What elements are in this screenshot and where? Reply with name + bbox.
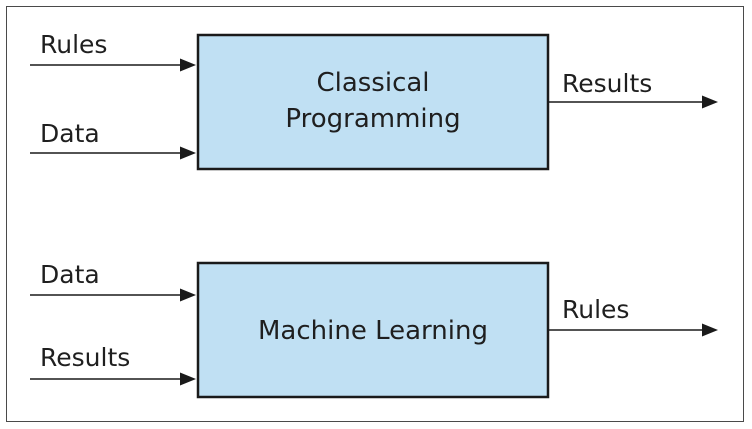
machine-learning-section: Data Results Machine Learning Rules — [30, 260, 718, 399]
ml-box-line-1: Machine Learning — [258, 316, 488, 346]
classical-box-line-1: Classical — [316, 68, 429, 98]
ml-input-arrow-1 — [30, 288, 196, 302]
ml-input-arrow-2 — [30, 372, 196, 386]
classical-programming-section: Rules Data Classical Programming Results — [30, 30, 718, 171]
ml-output-arrow — [549, 323, 718, 337]
classical-output-arrow — [549, 95, 718, 109]
classical-input-label-1: Rules — [40, 30, 107, 59]
classical-input-arrow-1 — [30, 58, 196, 72]
classical-programming-box — [196, 33, 550, 171]
machine-learning-box — [196, 261, 550, 399]
classical-input-label-2: Data — [40, 119, 100, 148]
ml-output-label: Rules — [562, 295, 629, 324]
ml-input-label-2: Results — [40, 343, 130, 372]
classical-box-line-2: Programming — [285, 104, 460, 134]
classical-input-arrow-2 — [30, 146, 196, 160]
ml-input-label-1: Data — [40, 260, 100, 289]
classical-output-label: Results — [562, 69, 652, 98]
